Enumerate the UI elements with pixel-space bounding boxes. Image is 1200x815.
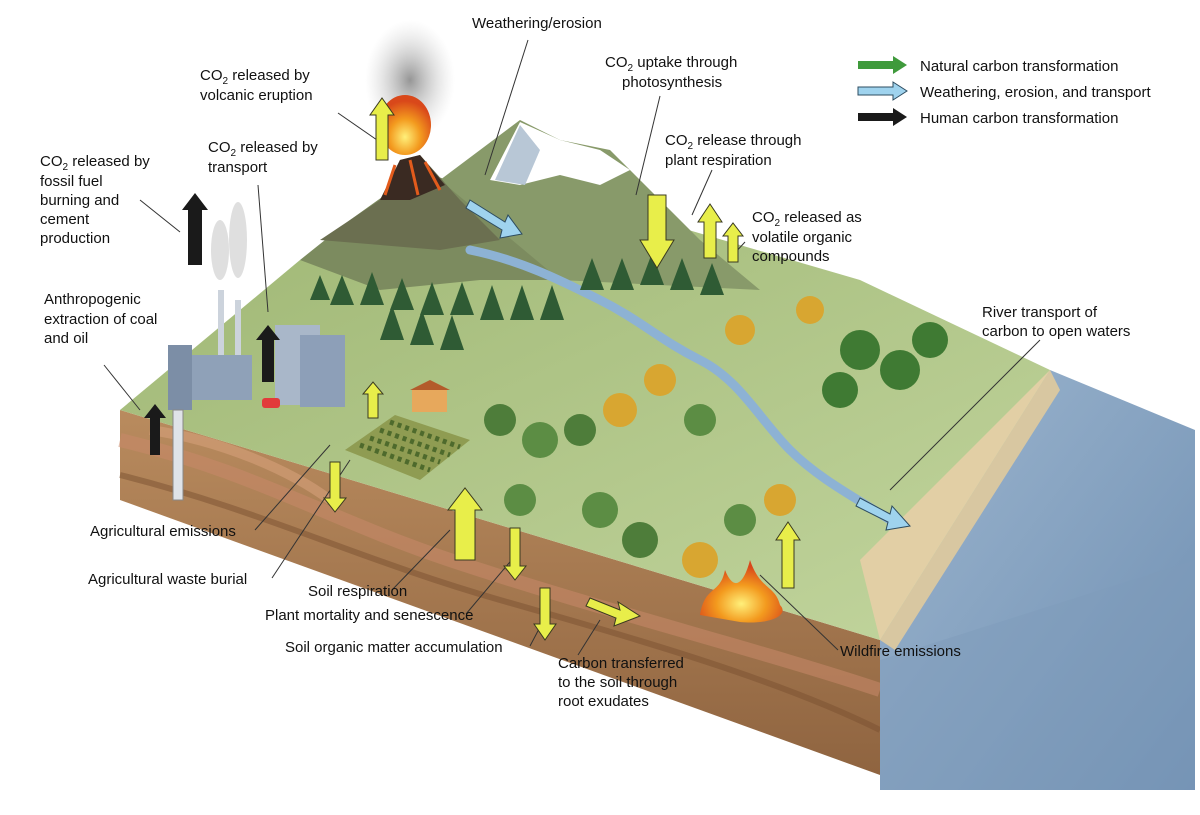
co2-subscript: 2 (230, 148, 237, 159)
co2-subscript: 2 (687, 141, 694, 152)
ocean (880, 370, 1195, 790)
legend-arrows (857, 56, 908, 126)
voc-arrow (721, 222, 745, 263)
som-arrow (533, 587, 557, 641)
label-anthropogenic-line3: and oil (44, 330, 89, 347)
transport-arrow (256, 325, 280, 382)
label-som-accum: Soil organic matter accumulation (285, 639, 503, 656)
co2-text: CO (200, 67, 223, 84)
label-agri-emissions: Agricultural emissions (90, 523, 236, 540)
agri-co2-arrow (361, 381, 385, 419)
co2-subscript: 2 (627, 63, 634, 74)
legend-arrow-natural (858, 56, 907, 74)
extraction-arrow (144, 404, 166, 455)
oil-well-pipe (172, 409, 184, 501)
co2-text: CO (665, 132, 688, 149)
label-agri-waste: Agricultural waste burial (88, 571, 248, 588)
leader-lines (103, 39, 1041, 656)
label-wildfire: Wildfire emissions (840, 643, 961, 660)
label-fossil-line2: fossil fuel (40, 173, 103, 190)
broadleaf-forest (484, 296, 948, 578)
label-soil-resp: Soil respiration (308, 583, 408, 600)
mountains (300, 120, 760, 290)
river (465, 245, 895, 525)
co2-text: CO (40, 153, 63, 170)
legend-arrow-weathering (857, 81, 908, 101)
industrial-buildings (168, 290, 450, 412)
legend-label-human: Human carbon transformation (920, 109, 1119, 127)
agri-burial-arrow (322, 461, 348, 513)
legend-item-natural: Natural carbon transformation (912, 55, 1118, 77)
co2-text: CO (752, 209, 775, 226)
label-weathering-erosion: Weathering/erosion (472, 15, 602, 32)
root-exudate-arrow (585, 597, 642, 627)
mortality-arrow (502, 527, 528, 581)
label-volcanic-line2: volcanic eruption (200, 87, 313, 104)
label-root-line1: Carbon transferred (558, 655, 684, 672)
human-arrows (144, 193, 280, 455)
respiration-arrow (697, 203, 723, 259)
wildfire-arrow (775, 521, 801, 589)
label-photosynthesis: CO2 uptake through (605, 53, 738, 74)
label-respiration-line1: release through (697, 132, 802, 149)
photosynthesis-arrow (639, 194, 675, 269)
label-transport-line1: released by (240, 139, 318, 156)
label-voc-line3: compounds (752, 248, 830, 265)
label-anthropogenic-line1: Anthropogenic (44, 291, 141, 308)
label-river-line2: carbon to open waters (982, 323, 1131, 340)
legend-label-weathering: Weathering, erosion, and transport (920, 83, 1151, 101)
volcano (320, 155, 500, 250)
label-fossil-line1: released by (72, 153, 150, 170)
fossil-fuel-arrow (182, 193, 208, 265)
co2-subscript: 2 (774, 218, 781, 229)
label-voc-line2: volatile organic (752, 229, 853, 246)
label-transport-line2: transport (208, 159, 268, 176)
label-respiration: CO2 release through (665, 131, 802, 152)
label-volcanic-co2: CO2 released by (200, 66, 310, 87)
erosion-arrow (465, 199, 523, 239)
label-fossil-line4: cement (40, 211, 90, 228)
label-root-line2: to the soil through (558, 674, 678, 691)
legend-label-natural: Natural carbon transformation (920, 57, 1119, 75)
label-voc: CO2 released as (752, 208, 862, 229)
river-transport-arrow (855, 497, 911, 531)
factory-smoke (211, 202, 247, 280)
label-volcanic-line1: released by (232, 67, 310, 84)
label-fossil: CO2 released by (40, 152, 150, 173)
flux-arrows (322, 97, 801, 641)
label-photosynthesis-line1: uptake through (637, 54, 738, 71)
label-plant-mortality: Plant mortality and senescence (265, 607, 474, 624)
volcano-co2-arrow (369, 97, 395, 161)
label-river-line1: River transport of (982, 304, 1098, 321)
legend-item-human: Human carbon transformation (912, 107, 1118, 129)
wildfire (700, 560, 783, 623)
co2-subscript: 2 (62, 162, 69, 173)
conifer-forest (310, 253, 724, 350)
label-anthropogenic-line2: extraction of coal (44, 311, 158, 328)
legend-item-weathering: Weathering, erosion, and transport (912, 81, 1151, 103)
co2-text: CO (605, 54, 628, 71)
co2-subscript: 2 (222, 76, 229, 87)
label-fossil-line5: production (40, 230, 111, 247)
co2-text: CO (208, 139, 231, 156)
label-fossil-line3: burning and (40, 192, 120, 209)
label-root-line3: root exudates (558, 693, 649, 710)
label-respiration-line2: plant respiration (665, 152, 772, 169)
label-transport: CO2 released by (208, 138, 318, 159)
crop-field (345, 415, 470, 480)
soil-resp-arrow (446, 487, 484, 561)
label-photosynthesis-line2: photosynthesis (622, 74, 723, 91)
legend-arrow-human (858, 108, 907, 126)
label-voc-line1: released as (784, 209, 862, 226)
weathering-arrows (465, 199, 911, 531)
